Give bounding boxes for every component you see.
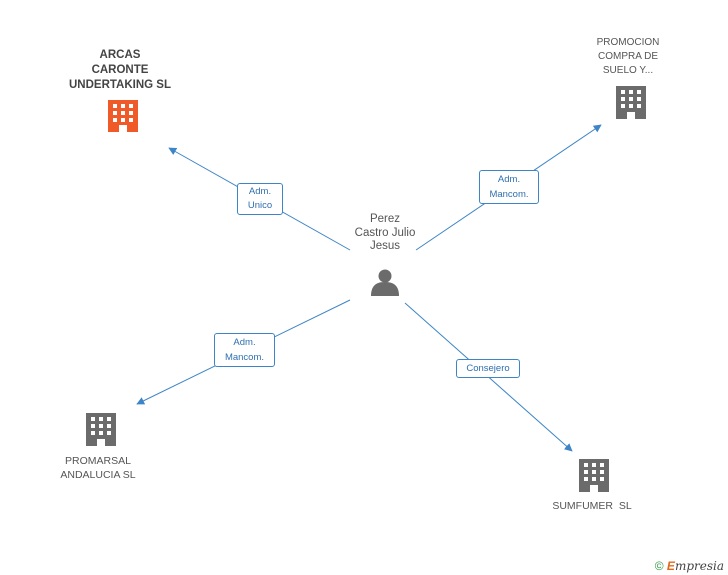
relation-label-sumfumer: Consejero [456, 359, 520, 378]
company-name-sumfumer[interactable]: SUMFUMER SL [552, 500, 632, 512]
footer-logo: © Empresia [655, 559, 724, 573]
company-name-promocion[interactable]: PROMOCION COMPRA DE SUELO Y... [596, 37, 660, 76]
copyright-symbol: © [654, 559, 664, 573]
relation-label-promocion: Adm. Mancom. [479, 170, 539, 204]
person-icon[interactable] [371, 269, 399, 297]
relation-label-promarsal: Adm. Mancom. [214, 333, 275, 367]
building-icon[interactable] [86, 413, 116, 446]
building-icon[interactable] [616, 86, 646, 119]
brand-name: mpresia [674, 559, 724, 573]
company-name-promarsal[interactable]: PROMARSAL ANDALUCIA SL [60, 455, 136, 481]
company-name-arcas[interactable]: ARCAS CARONTE UNDERTAKING SL [68, 49, 171, 91]
person-name[interactable]: Perez Castro Julio Jesus [354, 213, 416, 252]
brand-initial: E [666, 559, 675, 573]
building-icon[interactable] [108, 100, 138, 132]
building-icon[interactable] [579, 459, 609, 492]
relation-label-arcas: Adm. Unico [237, 183, 283, 215]
